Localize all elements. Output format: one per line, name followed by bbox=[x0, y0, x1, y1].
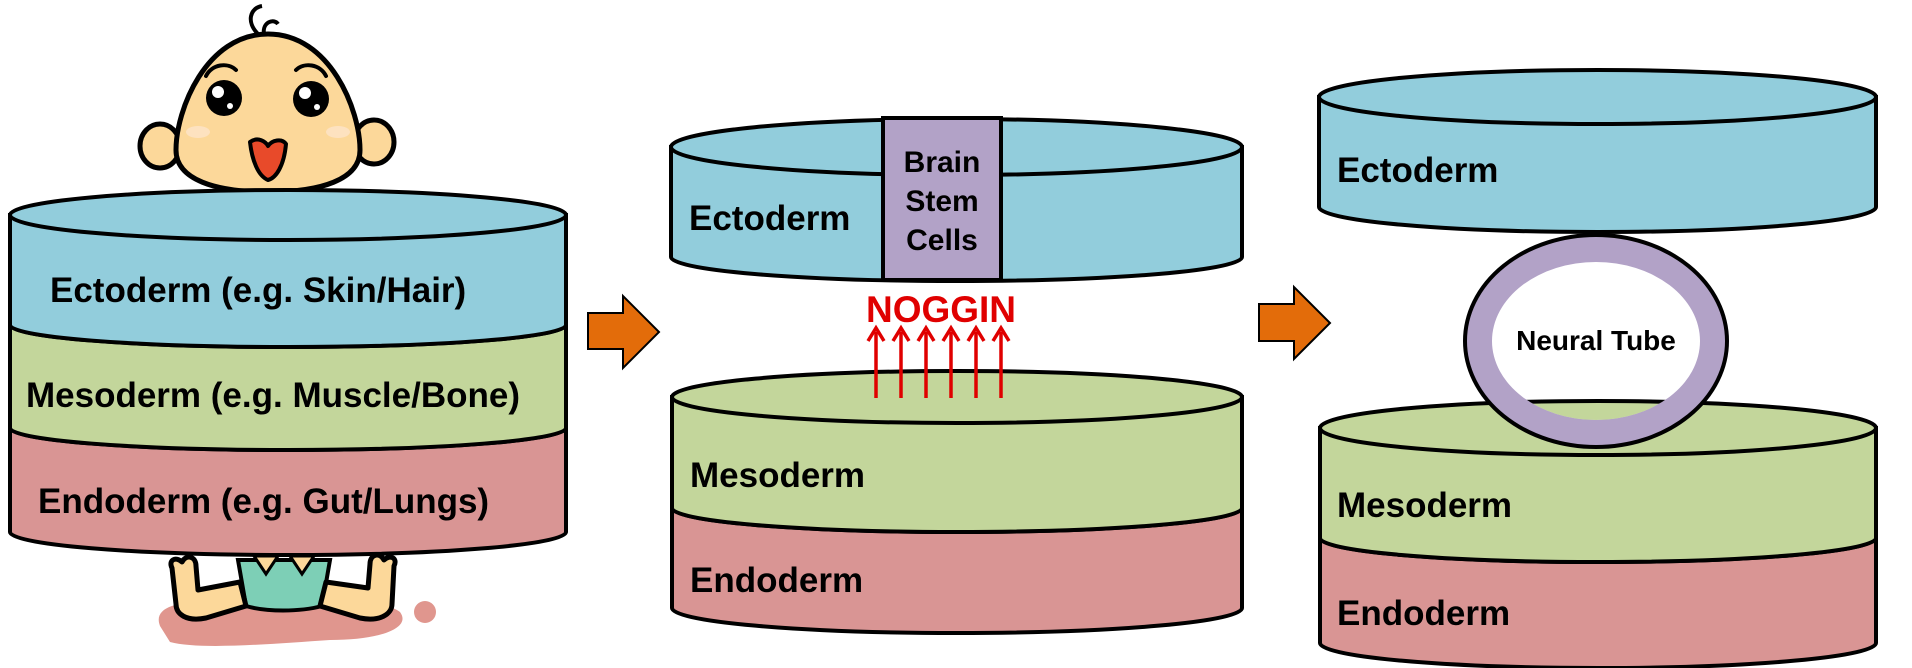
brain-stem-line-2: Stem bbox=[905, 185, 978, 218]
ectoderm-cylinder: Ectoderm Brain Stem Cells bbox=[669, 116, 1244, 284]
noggin-arrows bbox=[866, 324, 1011, 398]
arrow-right-icon bbox=[587, 293, 661, 371]
ectoderm-cylinder: Ectoderm bbox=[1317, 68, 1878, 234]
neural-tube-label: Neural Tube bbox=[1516, 325, 1676, 356]
noggin-label: NOGGIN bbox=[866, 289, 1016, 330]
noggin-up-arrow-icon bbox=[991, 324, 1011, 398]
stage3-ectoderm-label: Ectoderm bbox=[1337, 151, 1498, 190]
mesoderm-layer bbox=[1318, 426, 1878, 564]
brain-stem-cells-band bbox=[881, 116, 1003, 282]
stage2-endoderm-label: Endoderm bbox=[690, 561, 863, 600]
noggin-up-arrow-icon bbox=[916, 324, 936, 398]
stage3-mesoderm-label: Mesoderm bbox=[1337, 486, 1512, 525]
arrow-right-icon bbox=[1258, 284, 1332, 362]
stage3: Ectoderm Mesoderm Endoderm Neural Tube bbox=[1317, 68, 1878, 668]
stage2-mesoderm-label: Mesoderm bbox=[690, 456, 865, 495]
stage2-ectoderm-label: Ectoderm bbox=[689, 199, 850, 238]
neural-tube: Neural Tube bbox=[1463, 233, 1729, 449]
mesoderm-layer bbox=[670, 395, 1244, 534]
ectoderm-layer bbox=[8, 213, 568, 349]
three-layer-cylinder: Ectoderm (e.g. Skin/Hair) Mesoderm (e.g.… bbox=[8, 188, 568, 557]
stage3-endoderm-label: Endoderm bbox=[1337, 594, 1510, 633]
meso-endo-cylinder: Mesoderm Endoderm bbox=[1318, 399, 1878, 668]
brain-stem-line-1: Brain bbox=[904, 146, 981, 179]
noggin-up-arrow-icon bbox=[966, 324, 986, 398]
baby-head-icon bbox=[137, 4, 397, 195]
noggin-up-arrow-icon bbox=[941, 324, 961, 398]
brain-stem-line-3: Cells bbox=[906, 224, 978, 257]
stage2: Ectoderm Brain Stem Cells Mesoderm Endod… bbox=[669, 116, 1244, 635]
stage1-ectoderm-label: Ectoderm (e.g. Skin/Hair) bbox=[50, 271, 466, 310]
meso-endo-cylinder: Mesoderm Endoderm bbox=[670, 369, 1244, 635]
ectoderm-top bbox=[8, 188, 568, 242]
noggin-up-arrow-icon bbox=[891, 324, 911, 398]
noggin-up-arrow-icon bbox=[866, 324, 886, 398]
stage1: Ectoderm (e.g. Skin/Hair) Mesoderm (e.g.… bbox=[8, 4, 568, 646]
baby-legs-icon bbox=[158, 552, 436, 646]
stage1-endoderm-label: Endoderm (e.g. Gut/Lungs) bbox=[38, 482, 489, 521]
stage1-mesoderm-label: Mesoderm (e.g. Muscle/Bone) bbox=[26, 376, 520, 415]
